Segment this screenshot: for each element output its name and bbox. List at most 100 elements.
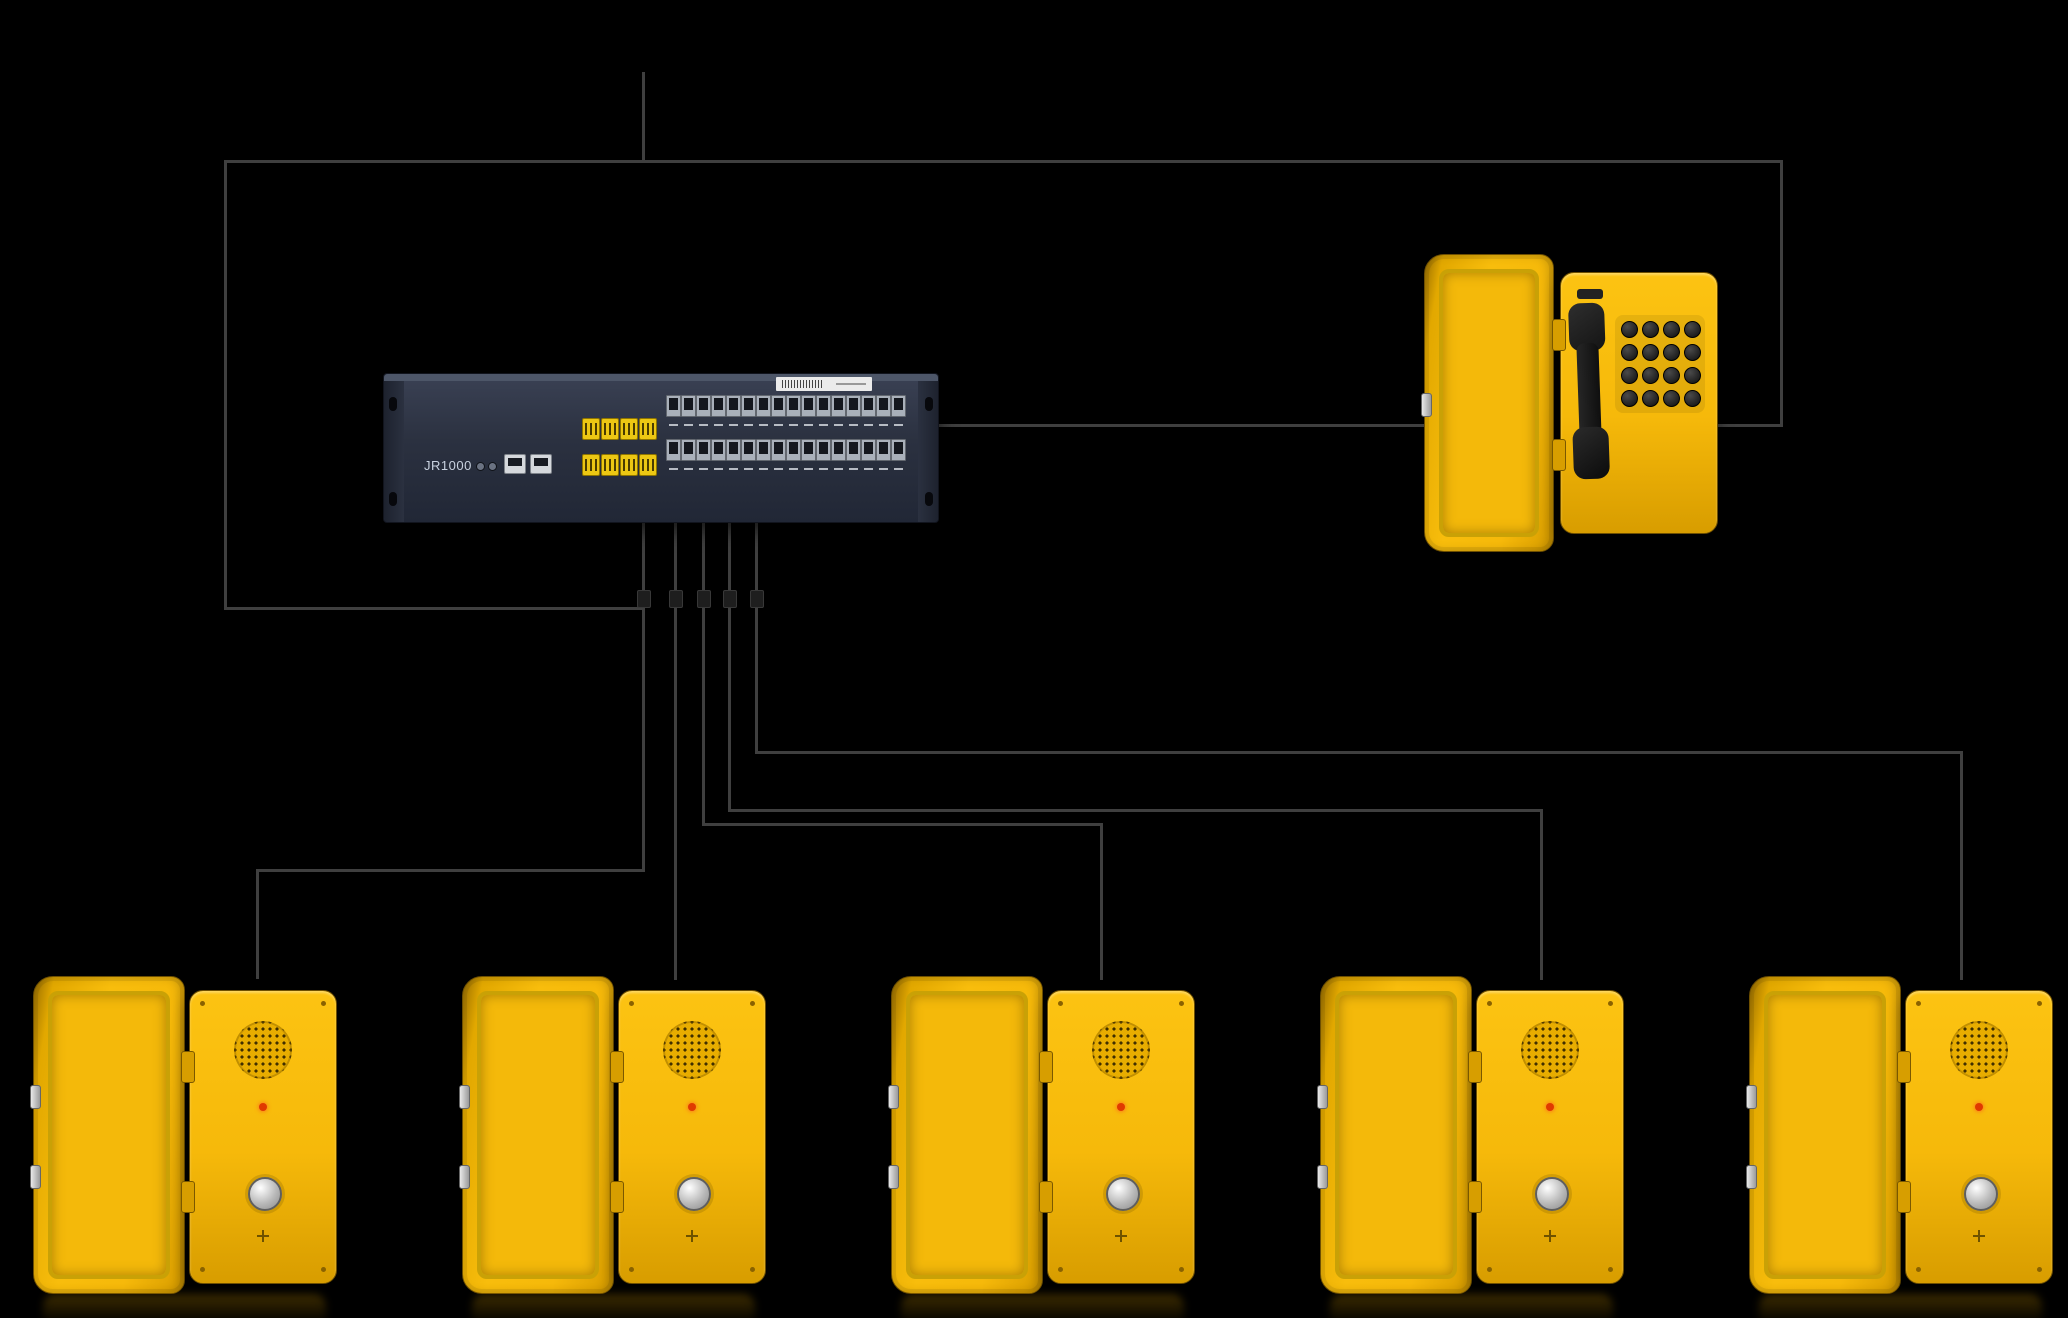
floor-reflection <box>1759 1294 2042 1318</box>
cable-ext1-stub <box>642 518 645 872</box>
rj45-port <box>726 439 741 470</box>
extension-phone-5 <box>1746 976 2053 1318</box>
cable-bus-left-drop <box>224 160 227 610</box>
extension-phone-4 <box>1317 976 1624 1318</box>
rj45-port <box>816 439 831 470</box>
floor-reflection <box>43 1294 326 1318</box>
drain-cross-icon <box>1114 1229 1128 1243</box>
cable-ext5-drop <box>1960 751 1963 980</box>
rj45-port <box>801 395 816 426</box>
rj45-port <box>816 395 831 426</box>
rj45-port <box>681 395 696 426</box>
hinge-icon <box>1552 319 1566 351</box>
speaker-grille-icon <box>234 1021 292 1079</box>
pbx-switch: JR1000 <box>383 373 939 523</box>
status-led-icon <box>259 1103 267 1111</box>
cable-network-bus <box>224 160 1782 163</box>
phone-body <box>1039 990 1195 1284</box>
rj45-port <box>846 439 861 470</box>
rj45-port <box>681 439 696 470</box>
rj45-port <box>726 395 741 426</box>
rj45-port <box>861 439 876 470</box>
rj45-port <box>831 395 846 426</box>
latch-icon <box>30 1085 41 1109</box>
rj45-port <box>711 395 726 426</box>
extension-phone-2 <box>459 976 766 1318</box>
terminal-block-grid <box>582 418 657 476</box>
phone-body <box>1468 990 1624 1284</box>
door-gasket <box>477 991 599 1279</box>
drain-cross-icon <box>256 1229 270 1243</box>
rj45-port <box>876 439 891 470</box>
phone-door <box>30 976 185 1294</box>
latch-icon <box>459 1085 470 1109</box>
latch-icon <box>459 1165 470 1189</box>
rj45-port <box>771 395 786 426</box>
rj45-port <box>756 439 771 470</box>
keypad-key <box>1621 321 1638 338</box>
cable-ext3-stub <box>702 518 705 826</box>
cable-bus-right-drop <box>1780 160 1783 426</box>
latch-icon <box>888 1085 899 1109</box>
terminal-block <box>601 418 619 440</box>
hinge-icon <box>1039 1051 1053 1083</box>
cable-ext5-stub <box>755 518 758 754</box>
keypad-key <box>1684 390 1701 407</box>
latch-icon <box>1421 393 1432 417</box>
phone-body <box>610 990 766 1284</box>
status-led-icon <box>1975 1103 1983 1111</box>
rj45-port <box>846 395 861 426</box>
drain-cross-icon <box>685 1229 699 1243</box>
rj45-port <box>771 439 786 470</box>
terminal-block <box>639 418 657 440</box>
corner-screws-icon <box>1487 1001 1492 1006</box>
terminal-block <box>620 418 638 440</box>
latch-icon <box>1317 1085 1328 1109</box>
call-button-icon <box>1106 1177 1140 1211</box>
phone-door <box>1317 976 1472 1294</box>
door-gasket <box>1764 991 1886 1279</box>
phone-body <box>1897 990 2053 1284</box>
keypad <box>1615 315 1705 413</box>
corner-screws-icon <box>629 1001 634 1006</box>
hinge-icon <box>1039 1181 1053 1213</box>
terminal-block <box>601 454 619 476</box>
speaker-grille-icon <box>1092 1021 1150 1079</box>
phone-door <box>888 976 1043 1294</box>
rj45-port <box>786 395 801 426</box>
status-led-icon <box>1117 1103 1125 1111</box>
serial-sticker <box>776 377 872 391</box>
phone-plug-icon <box>669 590 683 608</box>
phone-plug-icon <box>723 590 737 608</box>
hinge-icon <box>181 1051 195 1083</box>
status-led-icon <box>688 1103 696 1111</box>
drain-cross-icon <box>1972 1229 1986 1243</box>
extension-phone-3 <box>888 976 1195 1318</box>
phone-door <box>1746 976 1901 1294</box>
corner-screws-icon <box>1916 1001 1921 1006</box>
keypad-key <box>1663 344 1680 361</box>
master-phone <box>1421 248 1718 556</box>
cable-uplink-drop <box>642 72 645 161</box>
reset-button-icon <box>476 462 485 471</box>
rj45-port <box>666 395 681 426</box>
keypad-key <box>1663 390 1680 407</box>
keypad-key <box>1642 344 1659 361</box>
phone-plug-icon <box>637 590 651 608</box>
rj45-port <box>756 395 771 426</box>
hinge-icon <box>1468 1051 1482 1083</box>
rj45-port <box>711 439 726 470</box>
rj45-port <box>741 439 756 470</box>
keypad-key <box>1663 367 1680 384</box>
door-gasket <box>1439 269 1539 537</box>
cable-ext1-drop <box>256 869 259 979</box>
rj45-port <box>666 439 681 470</box>
hinge-icon <box>1897 1051 1911 1083</box>
hinge-icon <box>1897 1181 1911 1213</box>
call-button-icon <box>1964 1177 1998 1211</box>
phone-plug-icon <box>697 590 711 608</box>
floor-reflection <box>472 1294 755 1318</box>
latch-icon <box>888 1165 899 1189</box>
cable-ext4-stub <box>728 518 731 812</box>
handset-hook-icon <box>1577 289 1603 299</box>
